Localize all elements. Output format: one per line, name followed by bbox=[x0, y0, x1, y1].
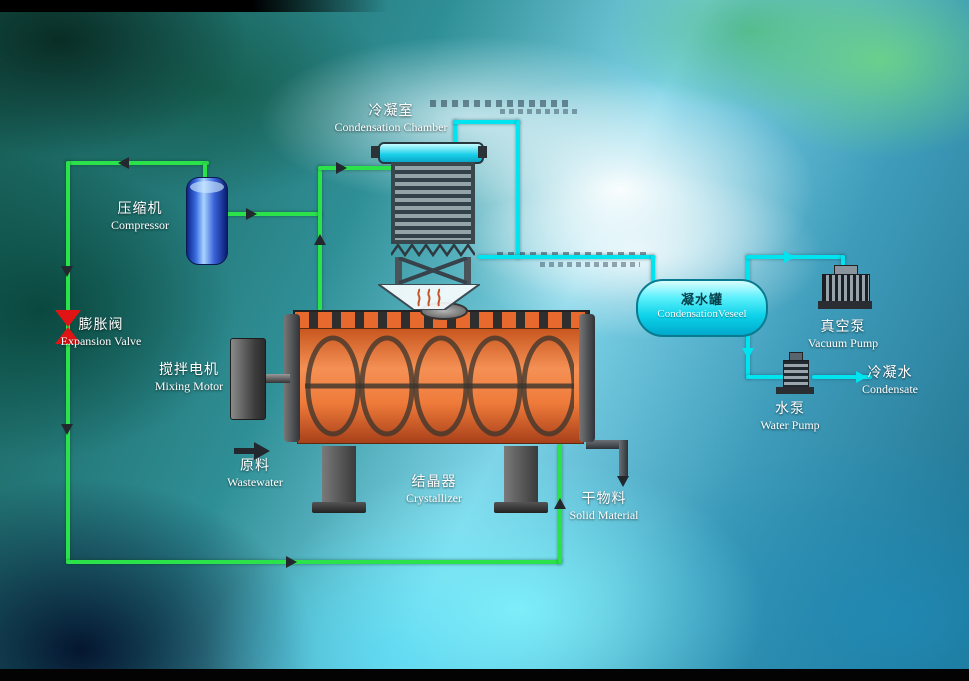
flow-arrow-return-up-icon bbox=[554, 498, 566, 509]
label-crystallizer-en: Crystallizer bbox=[406, 491, 462, 505]
label-compressor-en: Compressor bbox=[111, 218, 169, 232]
label-compressor-zh: 压缩机 bbox=[117, 202, 163, 217]
label-compressor: 压缩机 Compressor bbox=[111, 198, 169, 233]
condensation-chamber bbox=[371, 136, 487, 312]
wastewater-arrow-icon bbox=[254, 442, 270, 460]
label-wastewater-zh: 原料 bbox=[239, 459, 270, 474]
chamber-lid-lug-left bbox=[371, 146, 380, 158]
label-water-pump: 水泵 Water Pump bbox=[760, 398, 819, 433]
label-expansion-valve-zh: 膨胀阀 bbox=[78, 318, 124, 333]
chamber-sawtooth bbox=[391, 244, 475, 257]
pipe-green-compressor-top-stub bbox=[203, 163, 207, 181]
label-water-pump-en: Water Pump bbox=[760, 418, 820, 432]
label-expansion-valve: 膨胀阀 Expansion Valve bbox=[61, 314, 142, 349]
label-vacuum-pump-en: Vacuum Pump bbox=[807, 336, 879, 350]
pipe-cyan-chamber-top-stub bbox=[453, 120, 457, 144]
chamber-lid bbox=[378, 142, 484, 164]
crystallizer-leg-right bbox=[504, 446, 538, 506]
flow-arrow-condensate-icon bbox=[856, 371, 867, 383]
label-condensation-chamber: 冷凝室 Condensation Chamber bbox=[335, 100, 448, 135]
chamber-lid-lug-right bbox=[478, 146, 487, 158]
pipe-green-bottom-run bbox=[66, 560, 562, 564]
crystallizer-left-cap bbox=[284, 314, 300, 442]
expansion-valve bbox=[55, 310, 81, 344]
vacuum-pump-body bbox=[822, 274, 870, 303]
vacuum-pump bbox=[818, 265, 872, 309]
flow-arrow-drain-icon bbox=[742, 348, 754, 359]
solid-discharge-pipe-v bbox=[619, 440, 628, 476]
flow-arrow-left-icon bbox=[118, 157, 129, 169]
label-expansion-valve-en: Expansion Valve bbox=[60, 334, 142, 348]
pipe-cyan-to-vessel bbox=[478, 255, 655, 259]
condensation-vessel-label-zh: 凝水罐 bbox=[680, 292, 723, 307]
chamber-fin-stack bbox=[391, 162, 475, 244]
condensation-vessel: 凝水罐 CondensationVeseel bbox=[636, 279, 768, 337]
label-condensation-chamber-zh: 冷凝室 bbox=[368, 104, 414, 119]
pipe-green-chamber-feed bbox=[318, 166, 398, 170]
label-wastewater-en: Wastewater bbox=[227, 475, 283, 489]
label-solid-material-zh: 干物料 bbox=[581, 492, 627, 507]
crystallizer-right-cap bbox=[579, 314, 595, 442]
label-condensate-zh: 冷凝水 bbox=[867, 366, 913, 381]
chamber-funnel bbox=[378, 284, 480, 310]
compressor bbox=[186, 177, 228, 265]
flow-arrow-chamber-feed-icon bbox=[336, 162, 347, 174]
wastewater-inlet-stub bbox=[234, 448, 256, 454]
water-pump-base bbox=[776, 387, 814, 394]
crystallizer-screw bbox=[305, 335, 574, 437]
compressor-top-cap bbox=[190, 181, 224, 193]
label-vacuum-pump-zh: 真空泵 bbox=[820, 320, 866, 335]
vacuum-pump-base bbox=[818, 301, 872, 309]
bottom-edge-bar bbox=[0, 669, 969, 681]
label-vacuum-pump: 真空泵 Vacuum Pump bbox=[808, 316, 878, 351]
pipe-cyan-top-run bbox=[453, 120, 520, 124]
artifact-dashes-2 bbox=[500, 109, 580, 114]
pipe-green-left-riser bbox=[66, 161, 70, 564]
water-pump bbox=[776, 352, 814, 394]
flow-arrow-vacuum-icon bbox=[784, 251, 795, 263]
label-mixing-motor: 搅拌电机 Mixing Motor bbox=[155, 359, 223, 394]
pipe-cyan-vessel-vent bbox=[746, 255, 750, 283]
pipe-green-top-left bbox=[66, 161, 209, 165]
flow-arrow-riser-up-icon bbox=[314, 234, 326, 245]
solid-discharge-arrow-icon bbox=[617, 476, 629, 487]
pipe-cyan-to-water-pump bbox=[746, 375, 786, 379]
label-mixing-motor-en: Mixing Motor bbox=[154, 379, 224, 393]
flow-arrow-bottom-run-icon bbox=[286, 556, 297, 568]
label-wastewater: 原料 Wastewater bbox=[227, 455, 283, 490]
label-condensate-en: Condensate bbox=[862, 382, 918, 396]
pipe-cyan-to-vacuum-pump bbox=[746, 255, 845, 259]
label-water-pump-zh: 水泵 bbox=[774, 402, 805, 417]
flow-arrow-down-lower-icon bbox=[61, 424, 73, 435]
expansion-valve-bottom-icon bbox=[55, 327, 81, 344]
expansion-valve-top-icon bbox=[55, 310, 81, 327]
artifact-dashes-1 bbox=[430, 100, 570, 107]
pipe-cyan-vessel-inlet bbox=[651, 255, 655, 283]
artifact-dashes-4 bbox=[540, 262, 640, 267]
solid-discharge-pipe-h bbox=[586, 440, 628, 449]
chamber-brace bbox=[395, 257, 471, 284]
water-pump-body bbox=[783, 360, 809, 389]
label-condensation-chamber-en: Condensation Chamber bbox=[334, 120, 448, 134]
flow-arrow-down-valve-icon bbox=[61, 266, 73, 277]
label-solid-material: 干物料 Solid Material bbox=[570, 488, 639, 523]
label-crystallizer: 结晶器 Crystallizer bbox=[406, 471, 462, 506]
crystallizer bbox=[284, 310, 595, 448]
crystallizer-foot-right bbox=[494, 502, 548, 513]
flow-arrow-discharge-icon bbox=[246, 208, 257, 220]
label-mixing-motor-zh: 搅拌电机 bbox=[159, 363, 219, 378]
top-edge-bar bbox=[0, 0, 969, 12]
crystallizer-foot-left bbox=[312, 502, 366, 513]
mixing-motor-shaft bbox=[262, 374, 290, 383]
crystallizer-leg-left bbox=[322, 446, 356, 506]
pipe-green-compressor-discharge bbox=[226, 212, 322, 216]
label-condensate: 冷凝水 Condensate bbox=[862, 362, 918, 397]
label-solid-material-en: Solid Material bbox=[569, 508, 639, 522]
pipe-cyan-top-drop bbox=[516, 120, 520, 259]
label-crystallizer-zh: 结晶器 bbox=[411, 475, 457, 490]
condensation-vessel-label-en: CondensationVeseel bbox=[657, 308, 747, 320]
mixing-motor bbox=[230, 338, 266, 420]
pipe-cyan-condensate-out bbox=[812, 375, 872, 379]
